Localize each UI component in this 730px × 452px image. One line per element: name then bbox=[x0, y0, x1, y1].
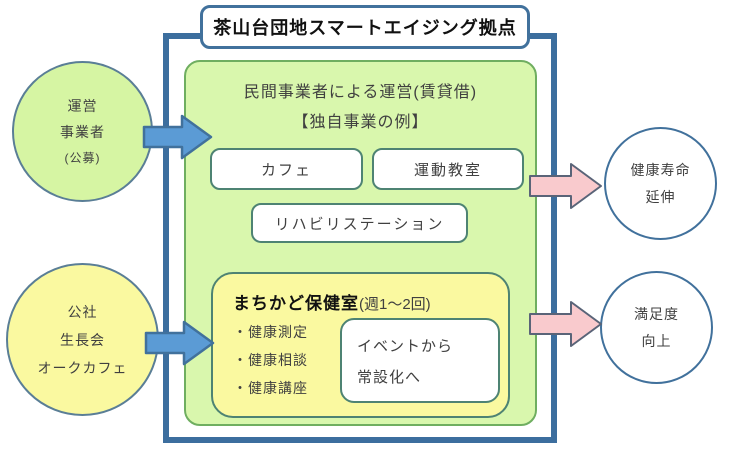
outcome-health-line1: 健康寿命 bbox=[630, 161, 691, 178]
service-box-cafe: カフェ bbox=[210, 148, 363, 190]
diagram-title: 茶山台団地スマートエイジング拠点 bbox=[200, 5, 530, 49]
operator-private-line3: (公募) bbox=[64, 150, 101, 165]
health-room-item: ・健康講座 bbox=[233, 380, 308, 396]
service-cafe-label: カフェ bbox=[260, 161, 312, 179]
health-room-schedule: (週1〜2回) bbox=[359, 296, 431, 313]
operator-circle-private: 運営 事業者 (公募) bbox=[12, 61, 153, 202]
outcome-satisfaction-line2: 向上 bbox=[641, 332, 672, 349]
service-exercise-label: 運動教室 bbox=[413, 161, 482, 179]
operator-public-line1: 公社 bbox=[67, 303, 98, 320]
right-arrow-icon bbox=[529, 163, 602, 209]
outcome-circle-satisfaction: 満足度 向上 bbox=[600, 271, 713, 384]
private-operation-heading: 民間事業者による運営(賃貸借) bbox=[243, 84, 478, 101]
health-room-item-list: ・健康測定 ・健康相談 ・健康講座 bbox=[233, 318, 308, 402]
own-business-example-heading: 【独自事業の例】 bbox=[292, 114, 429, 131]
event-note-line2: 常設化へ bbox=[357, 369, 422, 386]
operator-public-line2: 生長会 bbox=[60, 331, 105, 348]
event-to-permanent-note-box: イベントから 常設化へ bbox=[340, 318, 500, 403]
health-room-item: ・健康測定 bbox=[233, 324, 308, 340]
service-box-exercise-class: 運動教室 bbox=[372, 148, 524, 190]
health-room-title: まちかど保健室(週1〜2回) bbox=[233, 289, 431, 314]
operator-private-line2: 事業者 bbox=[60, 123, 105, 140]
diagram-title-label: 茶山台団地スマートエイジング拠点 bbox=[213, 18, 517, 38]
outcome-circle-healthy-life: 健康寿命 延伸 bbox=[604, 127, 717, 240]
outcome-satisfaction-line1: 満足度 bbox=[634, 305, 679, 322]
service-rehab-label: リハビリステーション bbox=[274, 215, 445, 233]
operator-public-line3: オークカフェ bbox=[37, 359, 128, 376]
operator-circle-public: 公社 生長会 オークカフェ bbox=[6, 263, 159, 416]
event-note-line1: イベントから bbox=[357, 338, 454, 355]
right-arrow-icon bbox=[529, 301, 602, 347]
right-arrow-icon bbox=[142, 114, 213, 160]
service-box-rehabilitation-station: リハビリステーション bbox=[251, 203, 468, 243]
operator-private-line1: 運営 bbox=[67, 97, 98, 114]
health-room-name: まちかど保健室 bbox=[233, 294, 359, 313]
health-room-item: ・健康相談 bbox=[233, 352, 308, 368]
right-arrow-icon bbox=[144, 320, 215, 366]
outcome-health-line2: 延伸 bbox=[645, 188, 676, 205]
